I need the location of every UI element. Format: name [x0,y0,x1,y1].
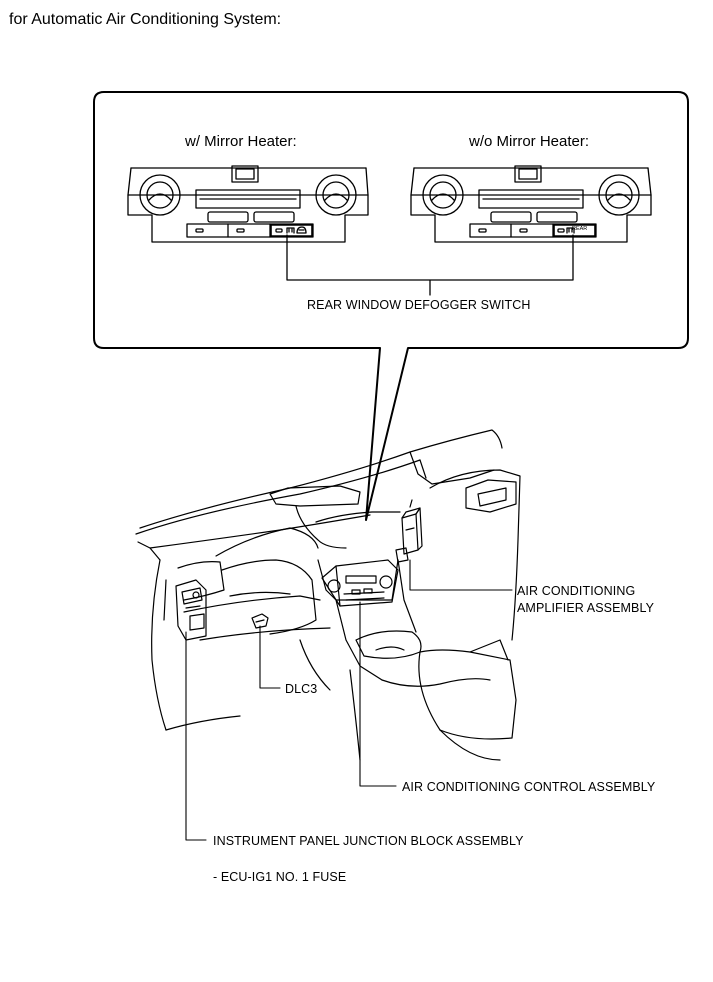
ac-amplifier-label-line1: AIR CONDITIONING [517,584,636,598]
rear-button-text: REAR [572,226,588,232]
switch-leader-bracket [286,234,574,296]
dashboard-illustration [135,429,521,761]
right-control-panel [410,165,652,243]
left-control-panel [127,165,369,243]
dlc3-label: DLC3 [285,682,318,696]
junction-block-drawing [175,579,207,641]
rear-defogger-switch-label: REAR WINDOW DEFOGGER SWITCH [307,298,531,312]
ac-amplifier-label-line2: AMPLIFIER ASSEMBLY [517,601,655,615]
ac-control-assembly-drawing [321,559,399,607]
page-title: for Automatic Air Conditioning System: [9,11,282,28]
ac-amplifier-drawing [395,499,423,563]
leader-lines [185,559,513,841]
right-panel-caption: w/o Mirror Heater: [469,133,590,150]
ac-control-assembly-label: AIR CONDITIONING CONTROL ASSEMBLY [402,780,656,794]
dlc3-drawing [251,613,269,629]
fuse-note: - ECU-IG1 NO. 1 FUSE [213,870,347,884]
junction-block-label: INSTRUMENT PANEL JUNCTION BLOCK ASSEMBLY [213,834,524,848]
left-panel-caption: w/ Mirror Heater: [185,133,297,150]
